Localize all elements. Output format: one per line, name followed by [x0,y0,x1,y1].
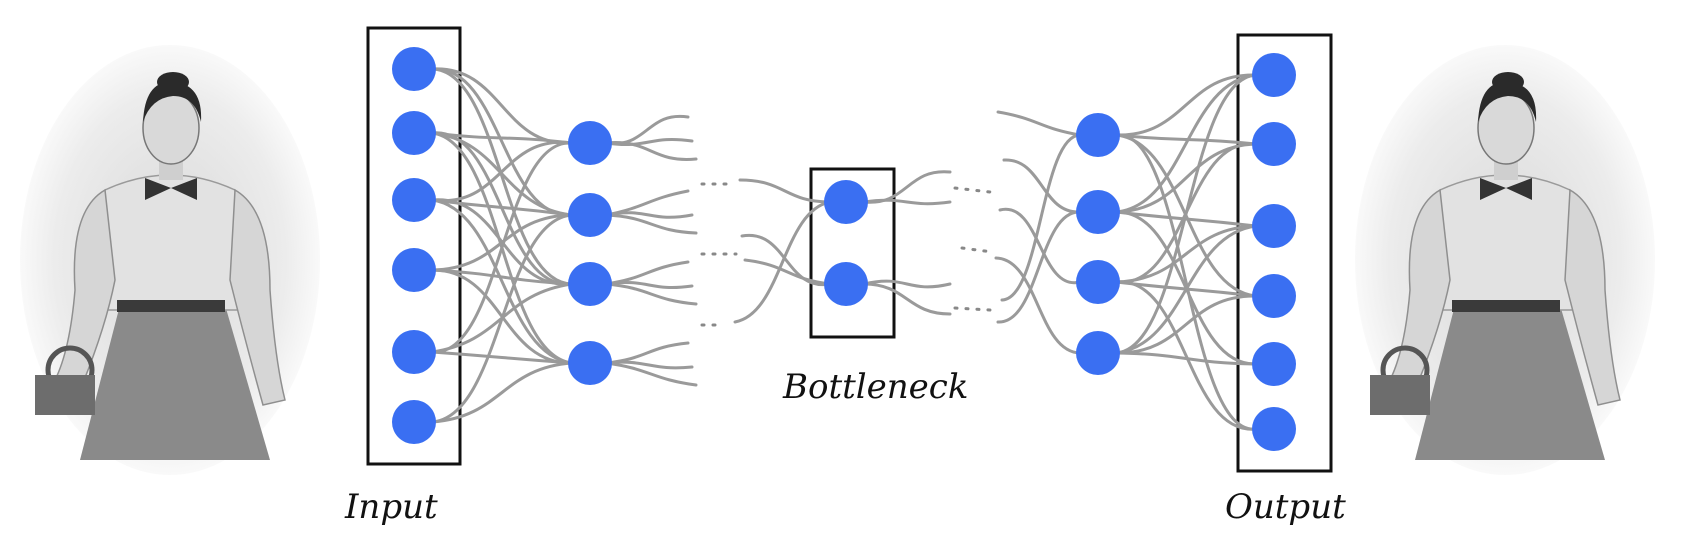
node-decoder-hidden [1076,113,1120,157]
bottleneck-label: Bottleneck [782,367,968,407]
edge-input-hidden [430,67,574,145]
portrait-image-left [20,45,320,475]
edge-stub-hidden [994,256,1082,355]
bottleneck-layer-box [809,167,896,339]
edge-hidden-stub [604,280,694,290]
node-bottleneck [824,180,868,224]
node-encoder-hidden [568,193,612,237]
edge-bottleneck-stub [862,170,952,204]
node-decoder-hidden [1076,331,1120,375]
edge-hidden-output [1114,73,1258,214]
nodes-group [392,47,1296,451]
node-encoder-hidden [568,341,612,385]
edges-group [430,67,1258,431]
node-bottleneck [824,262,868,306]
edge-hidden-output [1114,224,1258,355]
edge-input-hidden [430,131,574,145]
edge-input-hidden [430,140,574,203]
node-output [1252,53,1296,97]
edge-hidden-stub [604,141,698,161]
edge-stub-bottleneck [743,258,832,286]
edge-input-hidden [430,361,574,424]
ellipsis-group [700,182,994,327]
input-layer-box [366,26,462,466]
output-label: Output [1225,487,1346,527]
edge-hidden-stub [604,137,694,147]
edge-input-hidden [430,268,574,286]
edge-hidden-stub [604,211,694,219]
node-output [1252,407,1296,451]
edge-stub-hidden [998,207,1082,285]
edge-stub-hidden [996,210,1082,324]
edge-stub-bottleneck [733,200,832,324]
ellipsis-dots [960,246,994,254]
edge-hidden-output [1114,73,1258,137]
edge-hidden-stub [604,260,690,286]
node-input [392,400,436,444]
edge-hidden-output [1114,351,1258,366]
edge-input-hidden [430,213,574,424]
edge-input-hidden [430,350,574,365]
input-label: Input [344,487,438,527]
edge-input-hidden [430,213,574,272]
edge-hidden-output [1114,142,1258,214]
edge-stub-bottleneck [738,178,832,204]
node-input [392,248,436,292]
node-encoder-hidden [568,121,612,165]
edge-hidden-output [1114,133,1258,431]
edge-hidden-stub [604,213,698,235]
node-input [392,47,436,91]
edge-input-hidden [430,198,574,365]
node-decoder-hidden [1076,190,1120,234]
edge-hidden-output [1114,294,1258,355]
edge-stub-hidden [1000,133,1082,302]
edge-hidden-stub [604,361,698,387]
edge-bottleneck-stub [862,282,952,316]
portrait-image-right [1355,45,1655,475]
edge-hidden-stub [604,189,690,217]
node-input [392,178,436,222]
edge-stub-bottleneck [740,233,832,287]
edge-bottleneck-stub [862,279,952,289]
edge-hidden-output [1114,280,1258,431]
edge-input-hidden [430,141,574,354]
edge-hidden-output [1114,224,1258,284]
node-input [392,111,436,155]
ellipsis-dots [953,186,992,194]
edge-bottleneck-stub [862,198,952,206]
node-output [1252,274,1296,318]
edge-input-hidden [430,67,574,286]
edge-hidden-output [1114,73,1258,355]
ellipsis-dots [953,306,992,312]
output-layer-box [1236,33,1333,473]
node-encoder-hidden [568,262,612,306]
node-output [1252,122,1296,166]
edge-stub-hidden [1002,158,1082,214]
edge-hidden-stub [604,282,698,306]
node-decoder-hidden [1076,260,1120,304]
edge-hidden-stub [604,341,690,365]
edge-hidden-output [1114,133,1258,146]
edge-stub-hidden [996,110,1082,137]
edge-hidden-stub [604,360,694,370]
node-output [1252,342,1296,386]
node-input [392,330,436,374]
node-output [1252,204,1296,248]
